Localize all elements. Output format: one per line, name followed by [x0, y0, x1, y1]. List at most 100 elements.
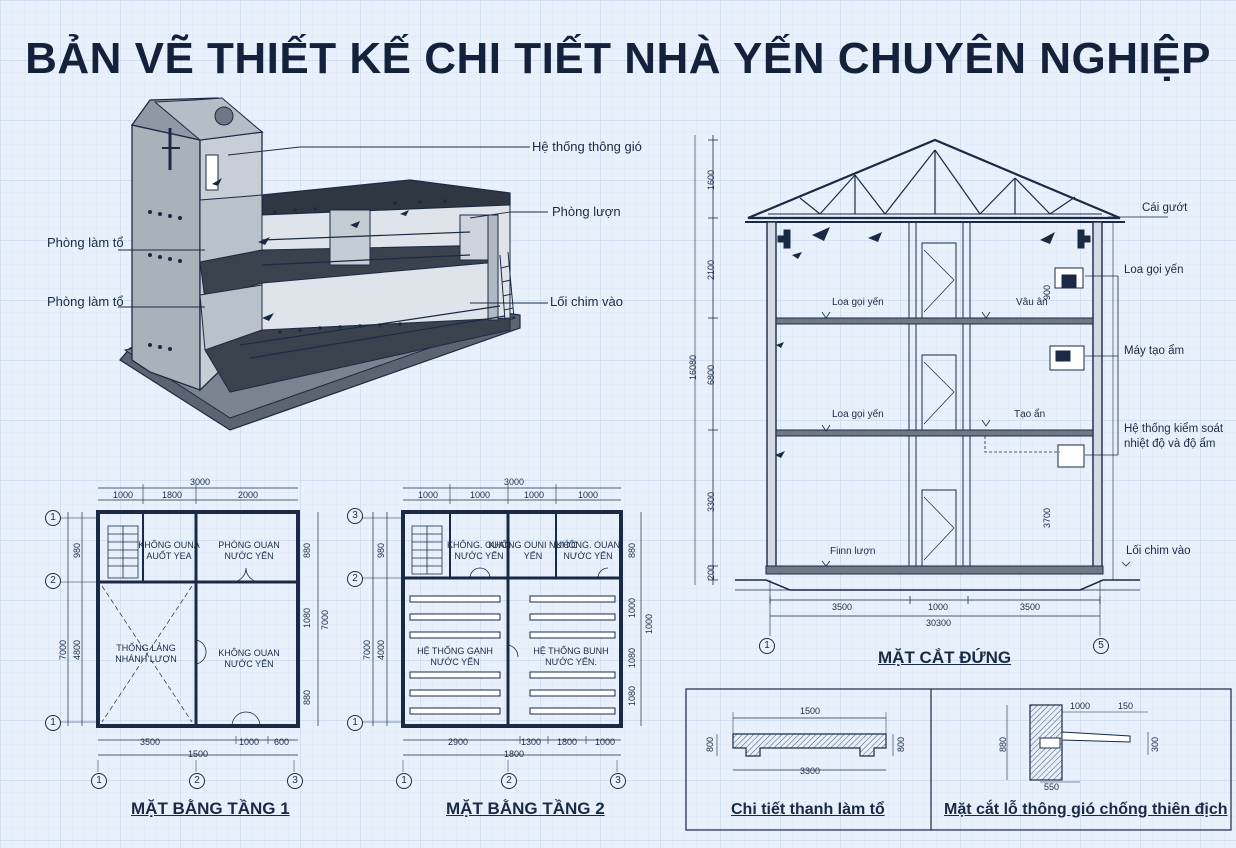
plan1-room-4: KHÔNG OUAN NƯỚC YẾN — [218, 648, 280, 669]
plan2-bottom-total: 1800 — [504, 749, 525, 759]
plan1-axis-left-1: 1 — [45, 510, 61, 526]
plan2-left-dim-1: 980 — [376, 542, 386, 558]
plan1-axis-bottom-3: 3 — [287, 773, 303, 789]
detail2-dim-3: 880 — [998, 736, 1008, 752]
section-inner-speaker-top: Loa gọi yến — [832, 297, 884, 308]
plan2-axis-left-3: 1 — [347, 715, 363, 731]
plan1-right-dim-4: 880 — [302, 689, 312, 705]
section-vdim-6: 200 — [706, 564, 716, 580]
plan1-top-dim-1: 1000 — [113, 490, 134, 500]
detail1-dim-right: 800 — [896, 736, 906, 752]
plan1-axis-bottom-2: 2 — [189, 773, 205, 789]
iso-label-ventilation: Hệ thống thông gió — [532, 139, 642, 154]
plan1-right-dim-3: 1080 — [302, 607, 312, 628]
plan2-room-5: HỆ THỐNG BUNH NƯỚC YẾN. — [533, 646, 609, 667]
plan1-top-dim-3: 2000 — [238, 490, 259, 500]
plan1-room-1: KHÔNG OUNA AUỐT YEA — [138, 540, 200, 561]
section-right-vdim-2: 3700 — [1042, 507, 1052, 528]
section-label-bird-entrance: Lối chim vào — [1126, 545, 1191, 557]
plan1-top-dim-2: 1800 — [162, 490, 183, 500]
detail1-dim-width: 1500 — [800, 706, 821, 716]
detail1-caption: Chi tiết thanh làm tổ — [731, 801, 885, 818]
plan2-axis-bottom-2: 2 — [501, 773, 517, 789]
section-label-gutter: Cái gướt — [1142, 202, 1188, 214]
section-inner-label-4: Tạo ẩn — [1014, 409, 1046, 420]
plan2-bottom-dim-1: 2900 — [448, 737, 469, 747]
plan2-axis-left-1: 3 — [347, 508, 363, 524]
plan2-top-dim-3: 1000 — [524, 490, 545, 500]
plan1-caption: MẶT BẰNG TẦNG 1 — [131, 799, 290, 818]
plan1-bottom-dim-1: 3500 — [140, 737, 161, 747]
page-title: BẢN VẼ THIẾT KẾ CHI TIẾT NHÀ YẾN CHUYÊN … — [25, 34, 1211, 83]
section-label-control-system-1: Hệ thống kiểm soát — [1124, 423, 1224, 435]
section-vdim-2: 2100 — [706, 259, 716, 280]
plan2-axis-bottom-1: 1 — [396, 773, 412, 789]
section-dim-total: 30300 — [926, 618, 952, 628]
plan1-bottom-dim-3: 600 — [274, 737, 290, 747]
plan1-left-dim-2: 7000 — [58, 639, 68, 660]
plan1-room-3: THỐNG LẢNG NHÁNH LƯỢN — [115, 643, 177, 664]
plan2-right-dim-5: 1080 — [627, 685, 637, 706]
plan1-left-dim-1: 980 — [72, 542, 82, 558]
plan2-room-1: KHÔNG. OUAN NƯỚC YẾN — [446, 540, 511, 561]
section-label-control-system-2: nhiệt độ và độ ẩm — [1124, 438, 1216, 450]
detail2-caption: Mặt cắt lỗ thông gió chống thiên địch — [944, 801, 1228, 818]
plan1-room-2: PHÒNG OUAN NƯỚC YẾN — [218, 540, 280, 561]
plan1-axis-left-2: 2 — [45, 573, 61, 589]
section-right-vdim-1: 900 — [1042, 284, 1052, 300]
plan2-right-dim-4: 1080 — [627, 647, 637, 668]
section-label-humidifier: Máy tạo ẩm — [1124, 345, 1185, 357]
plan2-right-dim-2: 1000 — [627, 597, 637, 618]
plan2-bottom-dim-3: 1800 — [557, 737, 578, 747]
section-inner-label-2: Vâu ân — [1016, 297, 1048, 308]
plan2-axis-left-2: 2 — [347, 571, 363, 587]
plan2-axis-bottom-3: 3 — [610, 773, 626, 789]
plan1-axis-left-3: 1 — [45, 715, 61, 731]
detail2-dim-1: 1000 — [1070, 701, 1091, 711]
section-elevation-drawing — [694, 135, 1168, 636]
iso-label-flying-room: Phòng lượn — [552, 204, 621, 219]
plan1-axis-bottom-1: 1 — [91, 773, 107, 789]
section-caption: MẶT CẮT ĐỨNG — [878, 648, 1012, 667]
plan1-right-dim-1: 880 — [302, 542, 312, 558]
plan2-caption: MẶT BẰNG TẦNG 2 — [446, 799, 605, 818]
floor-plan-2-drawing — [362, 484, 642, 772]
section-axis-left: 1 — [759, 638, 775, 654]
plan2-top-total: 3000 — [504, 477, 525, 487]
plan2-top-dim-2: 1000 — [470, 490, 491, 500]
plan1-top-total: 3000 — [190, 477, 211, 487]
detail1-dim-total: 3300 — [800, 766, 821, 776]
plan2-bottom-dim-2: 1300 — [521, 737, 542, 747]
iso-label-nesting-room-upper: Phòng làm tổ — [47, 235, 124, 250]
section-vdim-5: 3300 — [706, 491, 716, 512]
section-vdim-1: 1600 — [706, 169, 716, 190]
plan2-top-dim-1: 1000 — [418, 490, 439, 500]
plan2-room-3: KHÔNG. OUAN NƯỚC YẾN — [555, 540, 620, 561]
plan1-left-dim-3: 4800 — [72, 639, 82, 660]
plan2-top-dim-4: 1000 — [578, 490, 599, 500]
section-vdim-4: 6800 — [706, 364, 716, 385]
section-vdim-3: 16080 — [688, 354, 698, 380]
plan2-room-4: HỆ THỐNG GẠNH NƯỚC YẾN — [417, 646, 493, 667]
iso-label-bird-entrance: Lối chim vào — [550, 294, 623, 309]
detail2-dim-4: 300 — [1150, 736, 1160, 752]
floor-plan-1-drawing — [58, 484, 319, 772]
section-dim-1: 3500 — [832, 602, 853, 612]
plan1-bottom-total: 1500 — [188, 749, 209, 759]
section-dim-3: 3500 — [1020, 602, 1041, 612]
plan2-left-dim-2: 7000 — [362, 639, 372, 660]
plan2-bottom-dim-4: 1000 — [595, 737, 616, 747]
section-dim-2: 1000 — [928, 602, 949, 612]
section-axis-right: 5 — [1093, 638, 1109, 654]
detail2-dim-5: 550 — [1044, 782, 1060, 792]
detail1-dim-left: 800 — [705, 736, 715, 752]
isometric-cutaway-drawing — [118, 97, 548, 431]
plan2-right-dim-3: 1000 — [644, 613, 654, 634]
iso-label-nesting-room-lower: Phòng làm tổ — [47, 294, 124, 309]
plan2-room-2: KHÔNG OUNI NƯỚC YẾN — [488, 540, 578, 561]
section-label-speaker: Loa gọi yến — [1124, 264, 1184, 276]
plan1-bottom-dim-2: 1000 — [239, 737, 260, 747]
detail2-dim-2: 150 — [1118, 701, 1134, 711]
